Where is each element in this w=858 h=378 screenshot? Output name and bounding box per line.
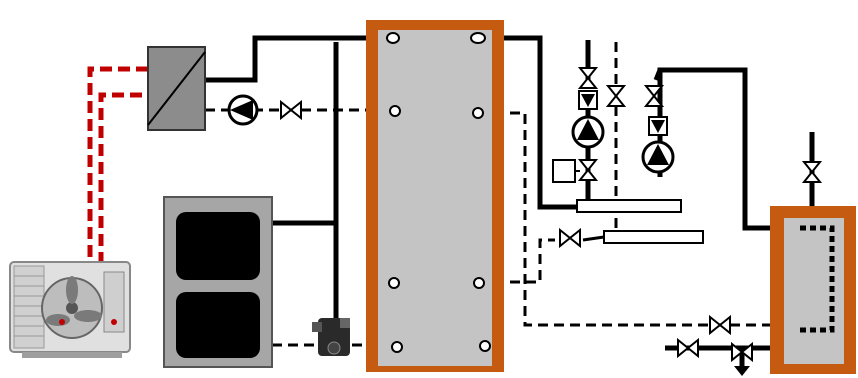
- tank-port-mid-right: [472, 107, 484, 119]
- manifold-icon: [576, 199, 682, 213]
- check-valve-icon: [578, 90, 598, 110]
- tank-port-top-left: [386, 32, 400, 44]
- tank-to-manifold-pipe: [478, 35, 580, 210]
- supply-pipes: [205, 35, 815, 368]
- refrigerant-lines: [87, 66, 160, 262]
- hot-water-tank-icon: [784, 218, 844, 364]
- circuit1-pump-icon: [571, 115, 605, 149]
- dhw-return-valve-icon: [709, 316, 731, 334]
- buffer-tank-icon: [378, 30, 492, 366]
- circuit1-lower-valve-icon: [579, 159, 597, 181]
- refrigerant-line-outer: [87, 66, 148, 262]
- drain-arrow-icon: [734, 366, 750, 376]
- refrigerant-line-inner: [98, 92, 160, 262]
- tank-to-dhw-return: [478, 111, 800, 327]
- collector-cell-lower: [176, 292, 260, 358]
- return-manifold-icon: [603, 230, 704, 244]
- heating-return-pipe: [478, 238, 555, 284]
- circuit2-check-valve-icon: [648, 116, 668, 136]
- collector-cell-upper: [176, 212, 260, 280]
- exchanger-diagonal: [147, 51, 206, 126]
- circulation-pump-icon: [227, 94, 259, 126]
- solar-pump-station-icon: [312, 318, 350, 356]
- buffer-tank: [366, 20, 504, 372]
- tank-port-bottom-right: [479, 340, 491, 352]
- circuit2-pump-icon: [641, 140, 675, 174]
- motor-actuator-icon: [552, 159, 576, 183]
- return-riser-valve-icon: [607, 85, 625, 107]
- gate-valve-icon: [280, 101, 302, 119]
- return-manifold-link: [582, 235, 605, 242]
- tank-port-mid-left: [389, 105, 401, 117]
- circuit1-valve-icon: [579, 67, 597, 89]
- tank-port-top-right: [470, 32, 486, 44]
- hot-water-tank: [770, 206, 856, 374]
- tank-port-bottom-left: [391, 341, 403, 353]
- tank-port-low-left: [388, 277, 400, 289]
- cold-water-valve-icon: [803, 161, 821, 183]
- tank-port-low-right: [473, 277, 485, 289]
- plate-heat-exchanger: [147, 46, 206, 131]
- hot-water-tank-coil: [800, 225, 835, 333]
- return-valve-icon: [559, 229, 581, 247]
- hx-to-tank-pipe: [205, 35, 392, 83]
- drain-valve-left-icon: [677, 339, 699, 357]
- solar-collector: [163, 196, 273, 368]
- outdoor-heat-pump-unit-icon: [9, 261, 131, 358]
